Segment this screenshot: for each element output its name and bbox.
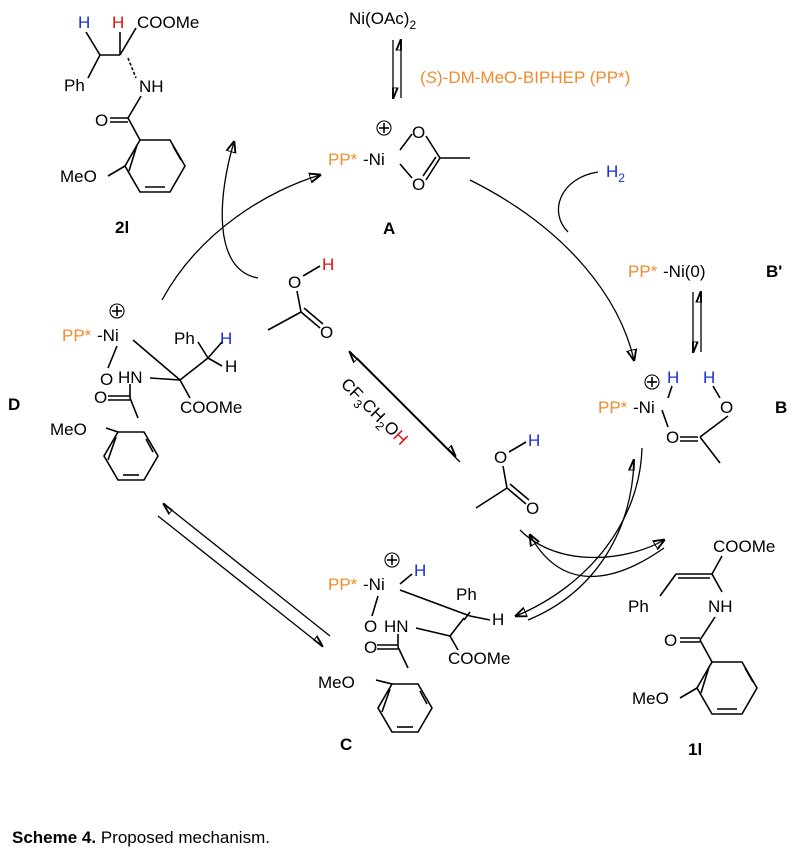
d-o-carbonyl: O [94,388,107,407]
substrate-1l-structure: COOMe Ph NH O MeO 1l [628,537,775,759]
sub-meo: MeO [632,689,669,708]
c-h: H [492,610,504,629]
acetic-acid-upper: H O O [267,255,334,342]
d-ni: -Ni [97,326,119,345]
plus-charge-icon [384,552,400,568]
c-coome: COOMe [448,649,510,668]
acetic-h-blue: H [528,431,540,450]
a-ni: -Ni [363,150,385,169]
product-ph: Ph [64,76,85,95]
solvent-equilibrium: CF3CH2OH [334,352,461,463]
acetic-o-h: O [288,273,301,292]
c-hn: HN [384,617,409,636]
a-o-bottom: O [412,175,425,194]
plus-charge-icon [644,374,660,390]
product-h-red: H [112,13,124,32]
b-h-acid: H [703,368,715,387]
plus-charge-icon [376,120,392,136]
ligand-label: (S)-DM-MeO-BIPHEP (PP*) [420,68,630,87]
ni-acetate-label: Ni(OAc)2 [349,9,416,32]
caption-text: Proposed mechanism. [96,828,270,847]
product-meo: MeO [60,167,97,186]
label-2l: 2l [115,218,129,237]
complex-a-structure: PP* -Ni O O A [328,120,470,238]
c-meo: MeO [318,673,355,692]
sub-coome: COOMe [713,537,775,556]
d-h: H [225,357,237,376]
a-o-top: O [412,123,425,142]
label-1l: 1l [688,740,702,759]
b-o-top: O [720,398,733,417]
bprime-pp: PP* [628,262,658,281]
scheme-caption: Scheme 4. Proposed mechanism. [12,828,270,848]
a-pp: PP* [328,150,358,169]
label-c: C [340,735,352,754]
h2-label: H2 [606,162,625,185]
complex-b-structure: H H PP* -Ni O O B [598,368,787,464]
complex-d-structure: PP* -Ni Ph H H O HN COOMe O MeO D [8,303,242,481]
acetic-acid-lower: H O O [475,431,540,518]
d-pp: PP* [62,326,92,345]
sub-ph: Ph [628,597,649,616]
acetic-o-carbonyl: O [320,323,333,342]
solvent-label: CF3CH2OH [334,374,411,451]
acetic-o-h-lower: O [494,448,507,467]
b-ni: -Ni [633,398,655,417]
d-coome: COOMe [180,398,242,417]
plus-charge-icon [109,303,125,319]
b-pp: PP* [598,398,628,417]
b-h-hydride: H [667,368,679,387]
product-nh: NH [139,77,164,96]
complex-bprime: PP* -Ni(0) B' [628,262,782,352]
d-meo: MeO [50,420,87,439]
precatalyst-reagents: Ni(OAc)2 (S)-DM-MeO-BIPHEP (PP*) [349,9,630,98]
product-coome: COOMe [137,13,199,32]
d-h-blue: H [220,329,232,348]
acetic-o-carbonyl-lower: O [526,499,539,518]
acetic-h-red: H [322,255,334,274]
sub-o: O [664,631,677,650]
c-ph: Ph [456,585,477,604]
c-ni: -Ni [363,575,385,594]
product-2l-structure: H H COOMe Ph NH O MeO 2l [60,13,199,237]
b-o-bottom: O [666,428,679,447]
label-a: A [383,219,395,238]
product-h-blue: H [78,13,90,32]
label-d: D [8,395,20,414]
sub-nh: NH [708,597,733,616]
c-o-carbonyl: O [364,638,377,657]
complex-c-structure: H PP* -Ni Ph H O HN COOMe O MeO C [318,552,510,754]
d-hn: HN [118,368,143,387]
c-pp: PP* [328,575,358,594]
d-ph: Ph [174,329,195,348]
cycle-arrows [157,142,664,646]
label-bprime: B' [766,262,782,281]
c-o-top: O [364,617,377,636]
label-b: B [775,398,787,417]
caption-label: Scheme 4. [12,828,97,847]
c-h-hydride: H [414,561,426,580]
product-carbonyl-o: O [95,111,108,130]
d-o-top: O [100,370,113,389]
bprime-ni0: -Ni(0) [663,262,706,281]
